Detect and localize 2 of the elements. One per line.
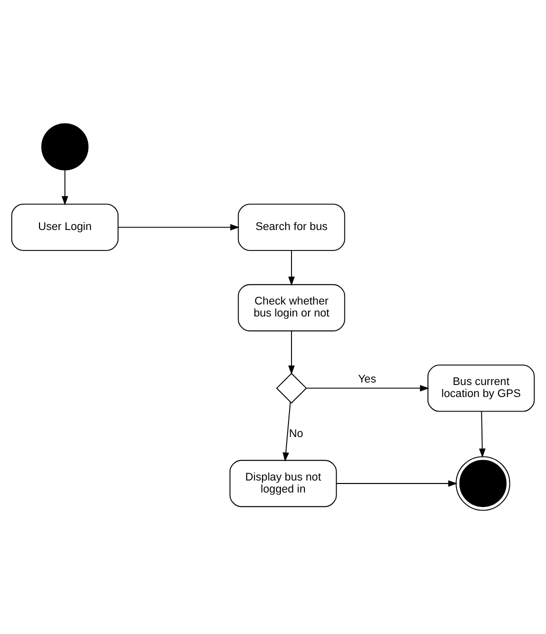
edge-label: No [289, 428, 304, 440]
edge-label: Yes [358, 373, 376, 386]
